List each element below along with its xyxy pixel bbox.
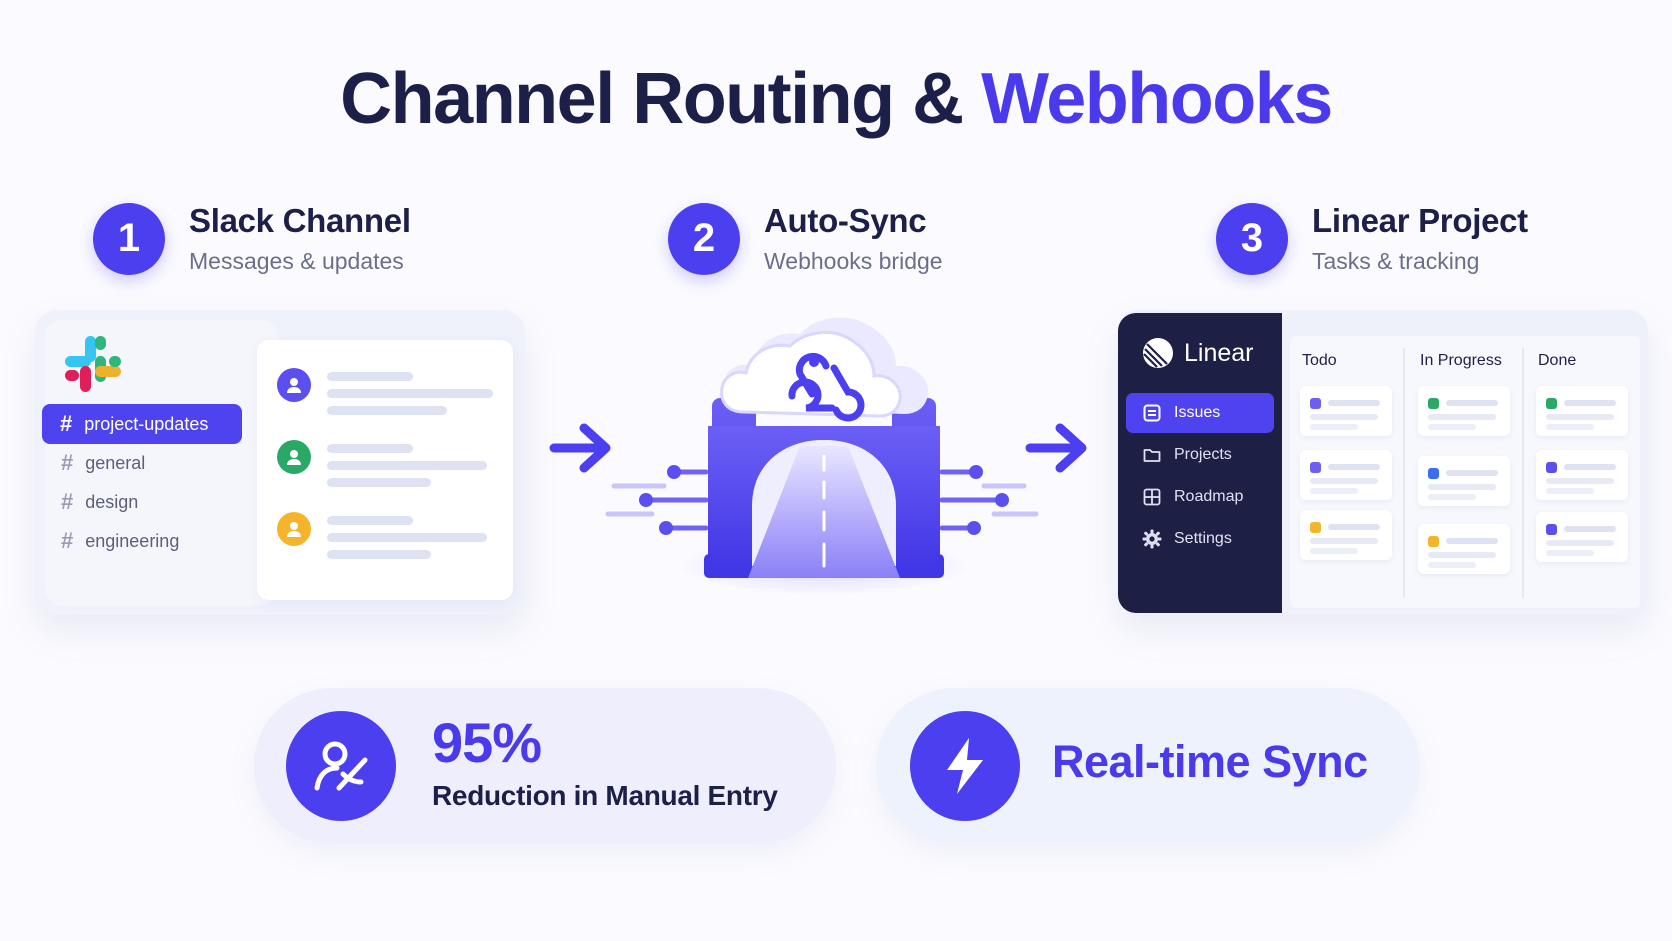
- nav-projects[interactable]: Projects: [1126, 435, 1274, 475]
- step-2-subheading: Webhooks bridge: [764, 248, 943, 274]
- step-2-number: 2: [668, 202, 740, 275]
- user-icon: [287, 522, 301, 537]
- message-item: [277, 368, 493, 423]
- step-2-heading: Auto-Sync: [764, 202, 927, 239]
- column-header: Done: [1538, 352, 1577, 369]
- hash-icon: #: [61, 489, 74, 514]
- nav-label: Projects: [1174, 446, 1232, 463]
- hash-icon: #: [60, 411, 73, 436]
- channel-general[interactable]: # general: [43, 443, 243, 483]
- step-1-heading: Slack Channel: [189, 202, 411, 239]
- step-2: 2 Auto-Sync Webhooks bridge: [668, 202, 943, 275]
- message-item: [277, 512, 487, 567]
- task-card[interactable]: [1300, 450, 1392, 500]
- task-card[interactable]: [1536, 512, 1628, 562]
- step-1-subheading: Messages & updates: [189, 248, 404, 274]
- avatar: [277, 440, 311, 474]
- webhook-bridge-illustration: [605, 317, 1039, 596]
- column-header: In Progress: [1420, 352, 1502, 369]
- task-card[interactable]: [1300, 386, 1392, 436]
- channel-label: engineering: [85, 530, 180, 551]
- task-card[interactable]: [1300, 510, 1392, 560]
- linear-brand-label: Linear: [1184, 338, 1254, 367]
- column-todo: Todo: [1290, 336, 1402, 608]
- channel-label: design: [85, 491, 139, 512]
- step-3: 3 Linear Project Tasks & tracking: [1216, 202, 1528, 275]
- channel-engineering[interactable]: # engineering: [43, 521, 243, 561]
- reduction-label: Reduction in Manual Entry: [432, 780, 778, 811]
- avatar: [277, 512, 311, 546]
- hash-icon: #: [61, 528, 74, 553]
- task-card[interactable]: [1418, 524, 1510, 574]
- lightning-icon: [910, 711, 1020, 821]
- user-edit-icon: [286, 711, 396, 821]
- webhook-icon: [788, 352, 865, 422]
- realtime-label: Real-time Sync: [1052, 736, 1368, 787]
- reduction-value: 95%: [432, 711, 542, 774]
- linear-panel: Linear Issues Projects Roadmap Settings …: [1118, 310, 1648, 615]
- step-3-subheading: Tasks & tracking: [1312, 248, 1480, 274]
- step-1: 1 Slack Channel Messages & updates: [93, 202, 411, 275]
- nav-label: Roadmap: [1174, 488, 1244, 505]
- page-title: Channel Routing & Webhooks: [0, 58, 1672, 140]
- folder-icon: [1142, 445, 1162, 465]
- reduction-stat-card: 95% Reduction in Manual Entry: [254, 688, 836, 844]
- realtime-stat-card: Real-time Sync: [876, 688, 1420, 844]
- channel-project-updates[interactable]: # project-updates: [42, 404, 242, 444]
- user-icon: [287, 450, 301, 465]
- channel-design[interactable]: # design: [43, 482, 243, 522]
- message-item: [277, 440, 487, 495]
- slack-logo-icon: [65, 336, 121, 392]
- arrow-right-icon: [1025, 423, 1087, 473]
- arrow-right-icon: [549, 423, 611, 473]
- message-feed: [257, 340, 513, 600]
- column-in-progress: In Progress: [1408, 336, 1520, 608]
- task-card[interactable]: [1418, 386, 1510, 436]
- nav-label: Issues: [1174, 404, 1221, 421]
- slack-panel: # project-updates # general # design # engin…: [35, 310, 525, 615]
- nav-issues[interactable]: Issues: [1126, 393, 1274, 433]
- gear-icon: [1142, 529, 1162, 549]
- title-main: Channel Routing &: [340, 59, 982, 139]
- hash-icon: #: [61, 450, 74, 475]
- channel-label: project-updates: [84, 413, 209, 434]
- user-icon: [287, 378, 301, 393]
- step-1-number: 1: [93, 202, 165, 275]
- issues-icon: [1142, 403, 1162, 423]
- step-3-number: 3: [1216, 202, 1288, 275]
- nav-roadmap[interactable]: Roadmap: [1126, 477, 1274, 517]
- task-card[interactable]: [1536, 386, 1628, 436]
- kanban-board: Todo In Progress Done: [1290, 336, 1640, 608]
- linear-brand: Linear: [1142, 337, 1254, 369]
- slack-sidebar: [45, 320, 277, 605]
- step-3-heading: Linear Project: [1312, 202, 1528, 239]
- linear-logo-icon: [1143, 338, 1173, 368]
- nav-label: Settings: [1174, 530, 1232, 547]
- linear-sidebar: Linear Issues Projects Roadmap Settings: [1118, 313, 1282, 613]
- column-header: Todo: [1302, 352, 1337, 369]
- nav-settings[interactable]: Settings: [1126, 519, 1274, 559]
- task-card[interactable]: [1418, 456, 1510, 506]
- task-card[interactable]: [1536, 450, 1628, 500]
- title-accent: Webhooks: [981, 59, 1333, 139]
- avatar: [277, 368, 311, 402]
- grid-icon: [1142, 487, 1162, 507]
- channel-label: general: [85, 452, 146, 473]
- column-done: Done: [1526, 336, 1638, 608]
